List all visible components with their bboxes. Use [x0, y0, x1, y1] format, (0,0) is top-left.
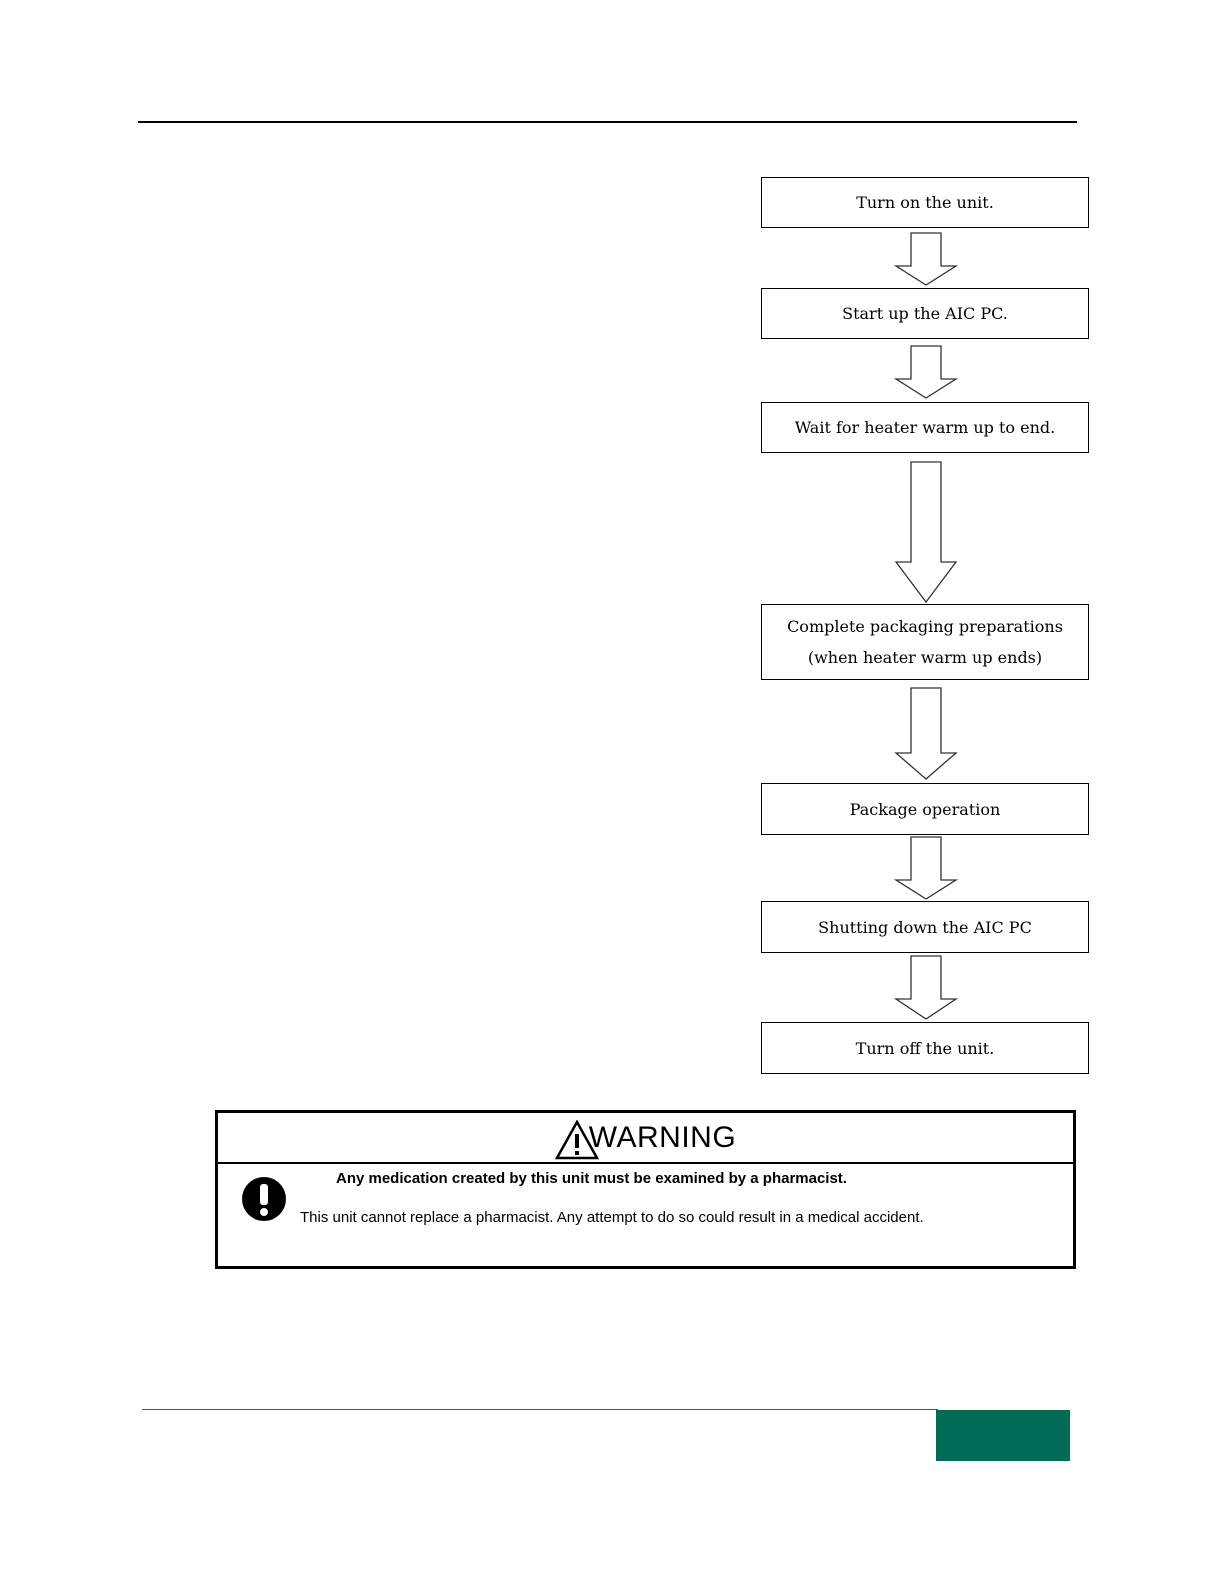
- warning-title: WARNING: [588, 1120, 737, 1154]
- step-label-note: (when heater warm up ends): [807, 648, 1043, 667]
- down-arrow-icon: [893, 836, 959, 900]
- step-label: Package operation: [849, 799, 1001, 819]
- step-package-operation: Package operation: [761, 783, 1089, 835]
- down-arrow-icon: [894, 461, 958, 603]
- footer-rule: [142, 1409, 938, 1410]
- step-turn-off: Turn off the unit.: [761, 1022, 1089, 1074]
- step-label: Wait for heater warm up to end.: [794, 418, 1056, 437]
- step-label: Turn off the unit.: [855, 1038, 995, 1058]
- step-label: Complete packaging preparations: [787, 617, 1063, 636]
- step-packaging-prep: Complete packaging preparations (when he…: [761, 604, 1089, 680]
- step-turn-on: Turn on the unit.: [761, 177, 1089, 228]
- warning-detail: This unit cannot replace a pharmacist. A…: [300, 1209, 924, 1226]
- warning-header: WARNING: [218, 1113, 1073, 1164]
- header-rule: [138, 121, 1077, 123]
- down-arrow-icon: [893, 345, 959, 399]
- down-arrow-icon: [894, 687, 958, 780]
- down-arrow-icon: [893, 232, 959, 286]
- step-label: Start up the AIC PC.: [842, 304, 1008, 323]
- warning-triangle-icon: [554, 1119, 599, 1159]
- step-start-pc: Start up the AIC PC.: [761, 288, 1089, 339]
- step-label: Shutting down the AIC PC: [818, 917, 1032, 937]
- step-label: Turn on the unit.: [856, 193, 994, 212]
- step-shutdown-pc: Shutting down the AIC PC: [761, 901, 1089, 953]
- step-wait-heater: Wait for heater warm up to end.: [761, 402, 1089, 453]
- exclamation-circle-icon: [242, 1177, 286, 1221]
- down-arrow-icon: [893, 955, 959, 1020]
- page-number-tab: [936, 1410, 1070, 1461]
- warning-box: WARNING Any medication created by this u…: [215, 1110, 1076, 1269]
- warning-headline: Any medication created by this unit must…: [336, 1170, 847, 1187]
